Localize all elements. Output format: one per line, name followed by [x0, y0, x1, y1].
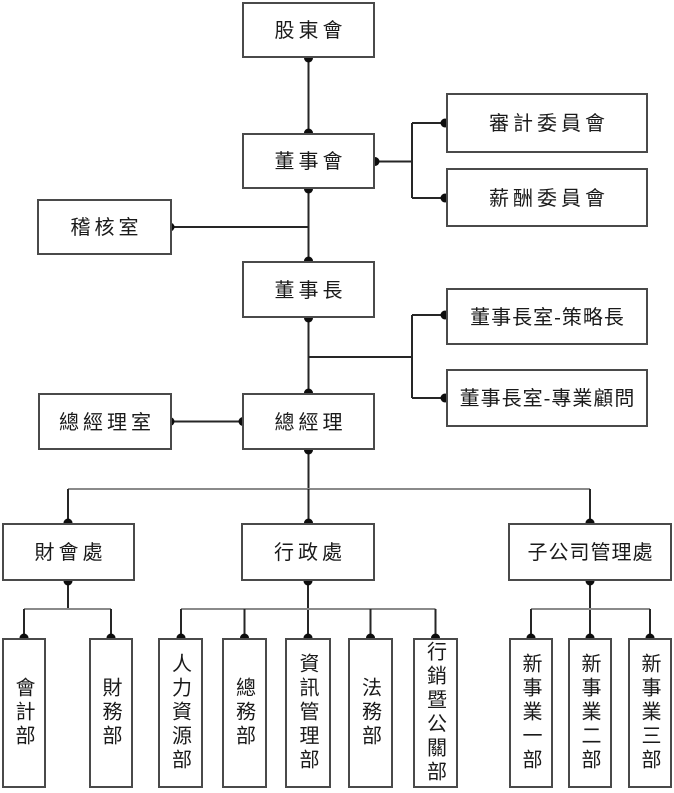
org-node-new-business-dept-2: 新事業二部 [568, 638, 612, 788]
org-node-label-general-manager: 總經理 [274, 409, 347, 434]
org-node-label-accounting-dept: 會計部 [12, 677, 36, 749]
org-node-administration-division: 行政處 [241, 523, 375, 581]
org-node-audit-office: 稽核室 [37, 199, 172, 255]
org-node-audit-committee: 審計委員會 [446, 93, 648, 153]
org-node-finance-accounting-division: 財會處 [2, 523, 135, 581]
org-node-chairman-office-advisor: 董事長室-專業顧問 [446, 369, 648, 427]
org-node-label-chairman-office-cso: 董事長室-策略長 [470, 304, 625, 329]
org-node-label-board-of-directors: 董事會 [274, 149, 347, 173]
org-node-general-manager: 總經理 [242, 393, 375, 450]
org-node-label-audit-office: 稽核室 [70, 215, 143, 239]
org-node-label-information-management-dept: 資訊管理部 [296, 653, 320, 773]
org-node-general-affairs-dept: 總務部 [222, 638, 267, 788]
org-node-legal-dept: 法務部 [348, 638, 393, 788]
org-node-label-shareholders-meeting: 股東會 [274, 18, 347, 42]
org-node-new-business-dept-1: 新事業一部 [509, 638, 553, 788]
org-node-label-general-affairs-dept: 總務部 [232, 677, 257, 749]
org-node-label-legal-dept: 法務部 [358, 677, 383, 749]
org-node-finance-dept: 財務部 [89, 638, 133, 788]
org-node-shareholders-meeting: 股東會 [242, 2, 375, 58]
org-node-label-human-resources-dept: 人力資源部 [168, 653, 193, 773]
org-node-chairman-office-cso: 董事長室-策略長 [446, 288, 648, 345]
org-node-label-compensation-committee: 薪酬委員會 [489, 185, 609, 210]
org-node-general-manager-office: 總經理室 [38, 393, 172, 450]
org-node-label-new-business-dept-1: 新事業一部 [519, 653, 543, 773]
org-node-chairman: 董事長 [242, 261, 375, 318]
org-node-marketing-public-relations-dept: 行銷暨公關部 [413, 638, 458, 788]
org-node-compensation-committee: 薪酬委員會 [446, 168, 648, 227]
org-node-board-of-directors: 董事會 [242, 133, 375, 189]
org-node-label-general-manager-office: 總經理室 [59, 409, 155, 434]
org-node-label-finance-dept: 財務部 [99, 677, 123, 749]
org-node-label-audit-committee: 審計委員會 [489, 111, 609, 135]
org-node-information-management-dept: 資訊管理部 [285, 638, 331, 788]
org-node-label-administration-division: 行政處 [274, 540, 346, 564]
org-node-label-chairman: 董事長 [274, 277, 347, 302]
org-node-accounting-dept: 會計部 [2, 638, 46, 788]
org-node-label-new-business-dept-3: 新事業三部 [638, 653, 662, 773]
org-node-new-business-dept-3: 新事業三部 [628, 638, 672, 788]
org-node-label-subsidiary-management-division: 子公司管理處 [527, 540, 654, 564]
org-node-label-new-business-dept-2: 新事業二部 [578, 653, 602, 773]
org-node-subsidiary-management-division: 子公司管理處 [508, 523, 672, 581]
org-node-human-resources-dept: 人力資源部 [158, 638, 203, 788]
org-node-label-chairman-office-advisor: 董事長室-專業顧問 [459, 386, 636, 410]
org-node-label-marketing-public-relations-dept: 行銷暨公關部 [423, 641, 448, 785]
org-node-label-finance-accounting-division: 財會處 [34, 540, 107, 564]
